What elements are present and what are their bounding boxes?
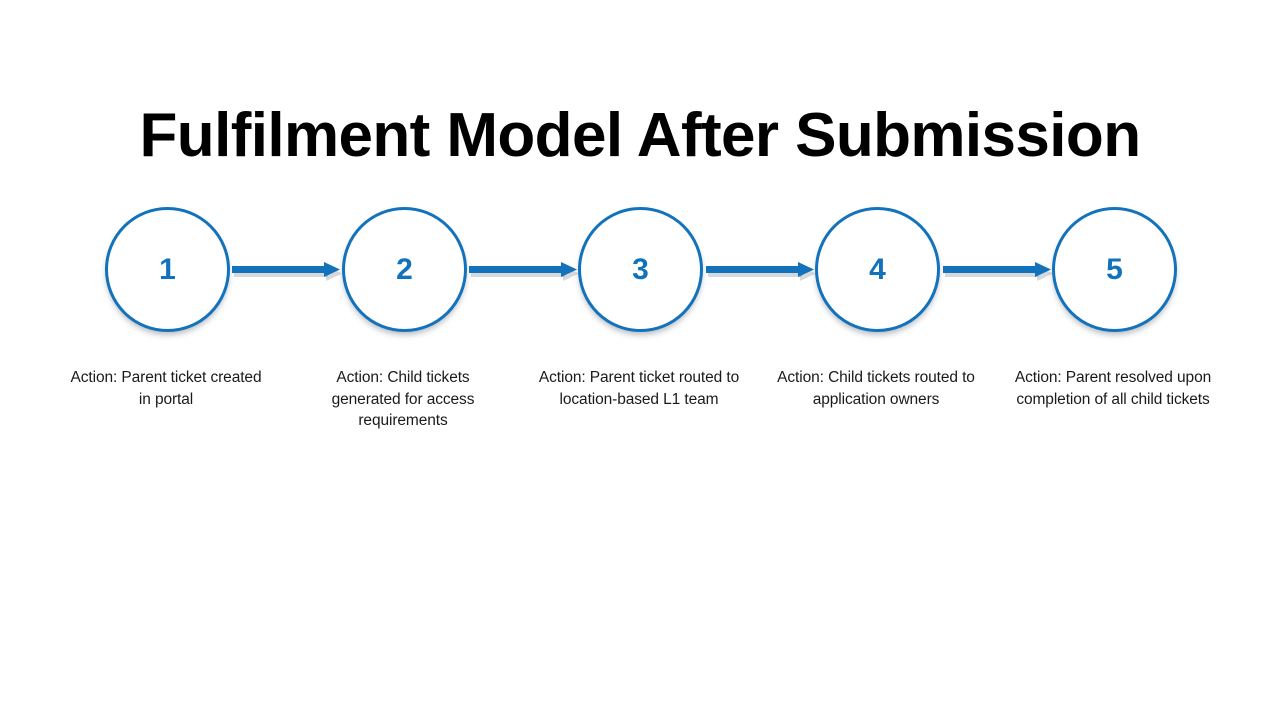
process-step-1[interactable]: 1 Action: Parent ticket created in porta… — [48, 207, 285, 408]
process-step-2[interactable]: 2 Action: Child tickets generated for ac… — [285, 207, 522, 429]
step-1-number: 1 — [159, 252, 176, 286]
step-4-circle[interactable]: 4 — [815, 207, 940, 332]
step-5-number: 5 — [1106, 252, 1123, 286]
step-3-number: 3 — [632, 252, 649, 286]
step-2-number: 2 — [396, 252, 413, 286]
arrow-step-2-to-3 — [469, 262, 579, 281]
arrow-step-3-to-4 — [706, 262, 816, 281]
step-2-caption: Action: Child tickets generated for acce… — [331, 369, 475, 429]
arrow-step-4-to-5 — [943, 262, 1053, 281]
step-2-circle-wrap: 2 — [285, 207, 522, 334]
step-1-caption: Action: Parent ticket created in portal — [70, 369, 262, 408]
arrow-step-1-to-2 — [232, 262, 342, 281]
step-4-number: 4 — [869, 252, 886, 286]
step-3-circle-wrap: 3 — [521, 207, 758, 334]
step-1-circle[interactable]: 1 — [105, 207, 230, 332]
step-5-circle[interactable]: 5 — [1052, 207, 1177, 332]
step-1-circle-wrap: 1 — [48, 207, 285, 334]
step-2-circle[interactable]: 2 — [342, 207, 467, 332]
step-4-caption: Action: Child tickets routed to applicat… — [777, 369, 975, 408]
process-step-5[interactable]: 5 Action: Parent resolved upon completio… — [995, 207, 1232, 408]
step-4-circle-wrap: 4 — [758, 207, 995, 334]
step-3-caption: Action: Parent ticket routed to location… — [538, 369, 740, 408]
step-5-circle-wrap: 5 — [995, 207, 1232, 334]
page-title: Fulfilment Model After Submission — [139, 100, 1142, 170]
step-5-caption: Action: Parent resolved upon completion … — [1014, 369, 1212, 408]
step-3-circle[interactable]: 3 — [578, 207, 703, 332]
process-step-3[interactable]: 3 Action: Parent ticket routed to locati… — [521, 207, 758, 408]
process-step-4[interactable]: 4 Action: Child tickets routed to applic… — [758, 207, 995, 408]
